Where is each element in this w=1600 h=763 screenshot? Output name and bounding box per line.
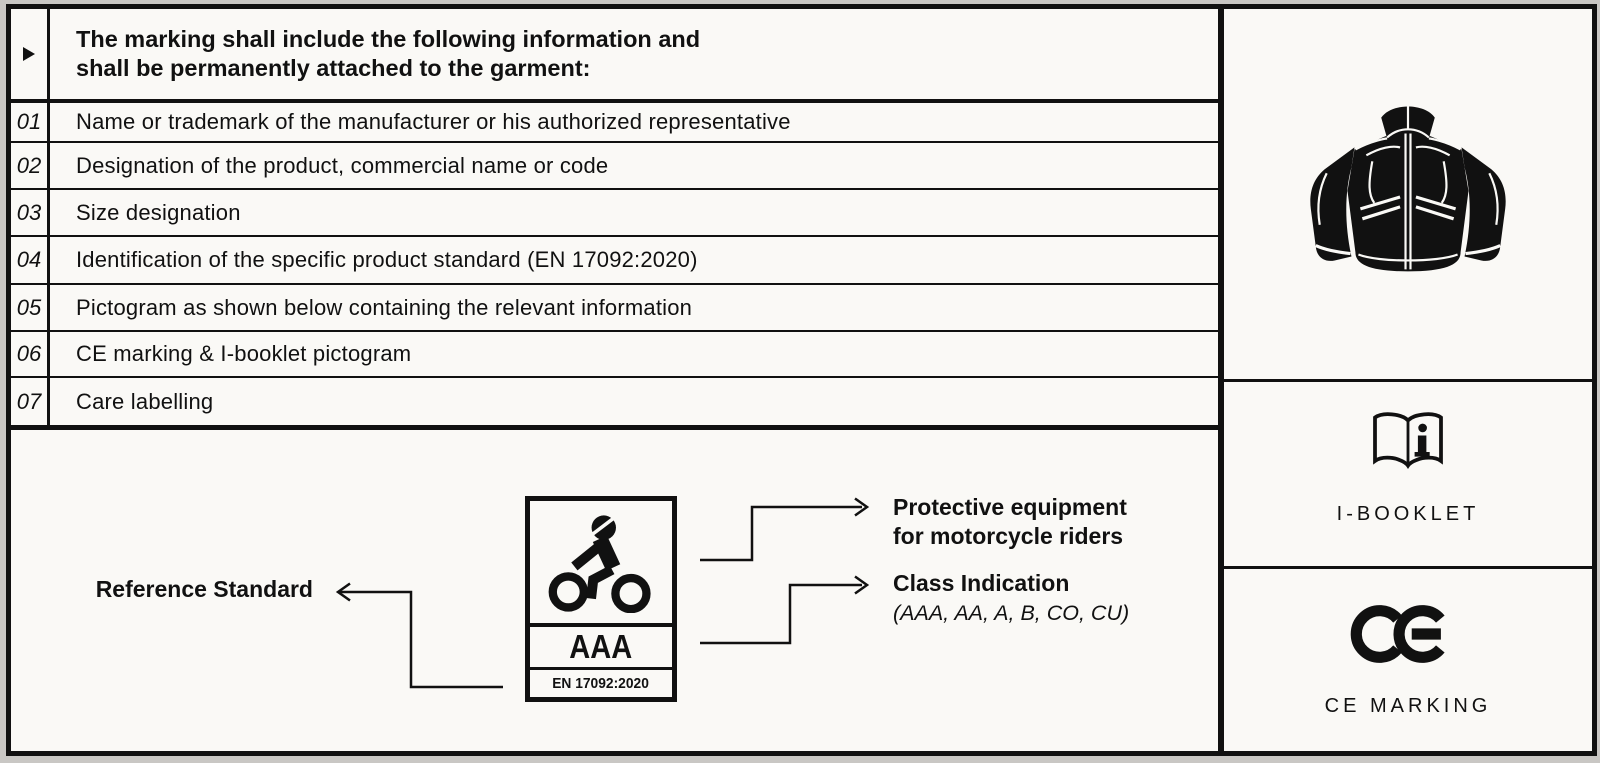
right-triangle-icon [23, 47, 35, 61]
marking-info-board: The marking shall include the following … [6, 4, 1597, 756]
row-text: CE marking & I-booklet pictogram [76, 341, 412, 366]
callout-arrows [335, 497, 870, 689]
row-number: 05 [11, 285, 50, 330]
row-text: Care labelling [76, 388, 214, 414]
protective-equipment-label: Protective equipment for motorcycle ride… [893, 493, 1127, 551]
table-bottom-divider [11, 425, 1218, 430]
motorcycle-rider-icon [548, 515, 651, 613]
table-row: 07 Care labelling [11, 378, 1218, 425]
header-title-line2: shall be permanently attached to the gar… [76, 55, 591, 81]
table-row: 02 Designation of the product, commercia… [11, 143, 1218, 190]
table-row: 06 CE marking & I-booklet pictogram [11, 332, 1218, 378]
pictogram-class-cell: AAA [530, 627, 672, 670]
reference-standard-label: Reference Standard [95, 576, 313, 602]
table-header-title: The marking shall include the following … [50, 25, 700, 83]
standard-label: EN 17092:2020 [552, 675, 650, 692]
row-number: 01 [11, 103, 50, 141]
ce-section: CE MARKING [1224, 569, 1592, 751]
class-values-label: (AAA, AA, A, B, CO, CU) [893, 601, 1130, 625]
class-label: AAA [569, 628, 633, 665]
i-booklet-label: I-BOOKLET [1336, 503, 1480, 525]
ce-marking-label: CE MARKING [1324, 695, 1492, 717]
table-row: 03 Size designation [11, 190, 1218, 237]
table-row: 05 Pictogram as shown below containing t… [11, 285, 1218, 332]
row-text: Size designation [76, 199, 241, 225]
booklet-section: I-BOOKLET [1224, 382, 1592, 569]
row-number: 07 [11, 378, 50, 425]
garment-pictogram-box: AAA EN 17092:2020 [525, 496, 677, 702]
row-number: 02 [11, 143, 50, 188]
panel-divider [1218, 9, 1224, 751]
row-text: Pictogram as shown below containing the … [76, 294, 693, 320]
protective-line1: Protective equipment [893, 494, 1127, 520]
row-text: Name or trademark of the manufacturer or… [76, 109, 791, 134]
i-booklet-icon [1373, 412, 1443, 470]
row-number: 04 [11, 237, 50, 283]
jacket-section [1224, 9, 1592, 382]
row-text: Designation of the product, commercial n… [76, 152, 609, 178]
table-row: 04 Identification of the specific produc… [11, 237, 1218, 285]
ce-marking-icon [1350, 605, 1445, 663]
row-text: Identification of the specific product s… [76, 247, 698, 272]
pictogram-icon-cell [530, 501, 672, 627]
row-number: 03 [11, 190, 50, 235]
table-header-row: The marking shall include the following … [11, 9, 1218, 103]
row-number: 06 [11, 332, 50, 376]
class-indication-label: Class Indication [893, 570, 1070, 596]
header-title-line1: The marking shall include the following … [76, 26, 701, 52]
protective-line2: for motorcycle riders [893, 523, 1124, 549]
motorcycle-jacket-icon [1310, 105, 1506, 272]
pictogram-standard-cell: EN 17092:2020 [530, 670, 672, 697]
pictogram-diagram: Reference Standard Protective equipment … [11, 430, 1218, 751]
table-row: 01 Name or trademark of the manufacturer… [11, 103, 1218, 143]
header-marker-cell [11, 9, 50, 99]
